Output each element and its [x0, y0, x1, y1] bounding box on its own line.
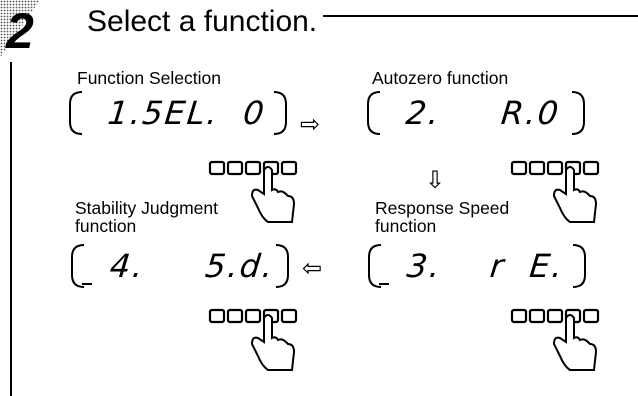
pointing-hand-icon	[250, 314, 296, 371]
pointing-hand-icon	[552, 166, 598, 223]
title-rule	[323, 15, 638, 17]
arrow-left-icon: ⇦	[302, 254, 323, 282]
function-selection-display: 1.5EL. 0	[68, 90, 288, 136]
function-selection-label: Function Selection	[77, 68, 221, 88]
stability-judgment-readout: 4. 5.d.	[108, 247, 277, 285]
step-title: Select a function.	[87, 5, 318, 38]
stability-judgment-label: Stability Judgment function	[75, 199, 240, 235]
autozero-readout: 2. R.0	[404, 94, 563, 132]
keypad-top-right[interactable]	[510, 160, 620, 240]
response-speed-display: 3. r E.	[367, 243, 587, 289]
arrow-right-icon: ⇨	[300, 110, 321, 138]
arrow-down-icon: ⇩	[425, 166, 446, 194]
autozero-label: Autozero function	[372, 68, 509, 88]
pointing-hand-icon	[250, 166, 296, 223]
keypad-bottom-left[interactable]	[208, 308, 318, 388]
step-number: 2	[5, 3, 34, 58]
autozero-display: 2. R.0	[366, 90, 586, 136]
keypad-bottom-right[interactable]	[510, 308, 620, 388]
pointing-hand-icon	[552, 314, 598, 371]
response-speed-label-text: Response Speed function	[375, 198, 510, 236]
left-rule	[10, 62, 12, 396]
stability-judgment-label-text: Stability Judgment function	[75, 198, 218, 236]
stability-judgment-display: 4. 5.d.	[70, 243, 290, 289]
function-selection-readout: 1.5EL. 0	[106, 94, 268, 132]
response-speed-readout: 3. r E.	[405, 247, 567, 285]
keypad-top-left[interactable]	[208, 160, 318, 240]
response-speed-label: Response Speed function	[375, 199, 525, 235]
step-badge: 2	[0, 0, 58, 59]
